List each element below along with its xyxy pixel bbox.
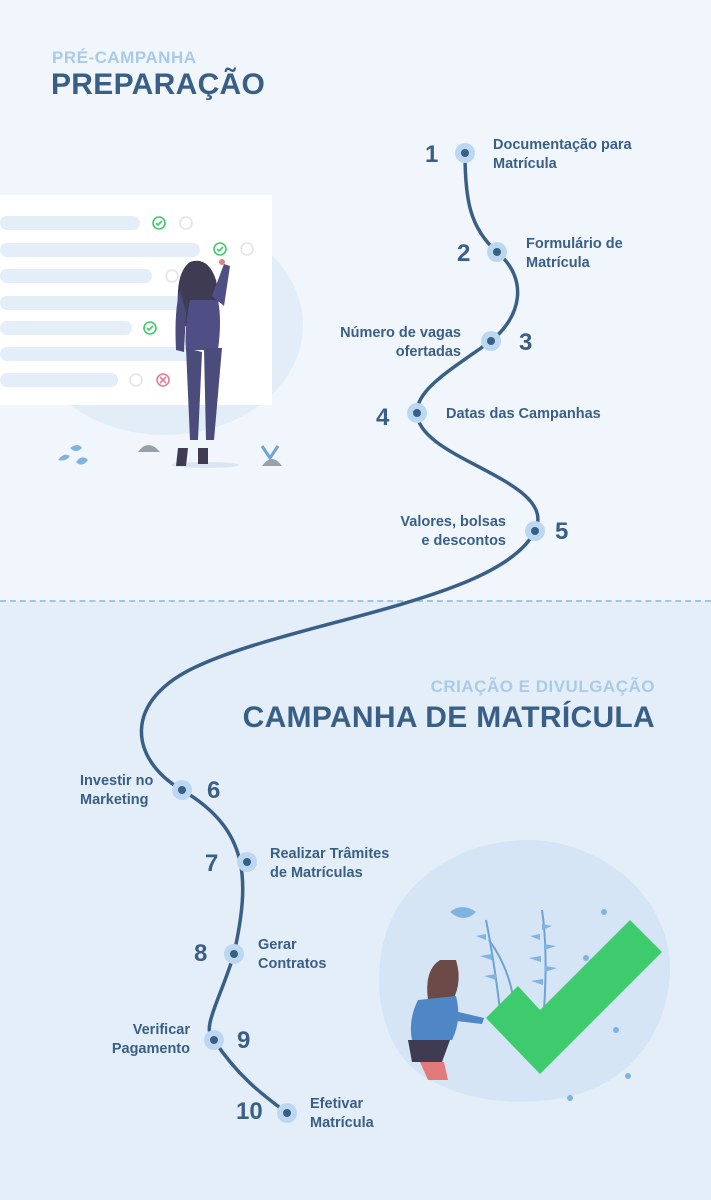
step-9-marker-dot bbox=[210, 1036, 218, 1044]
campaign-title: CAMPANHA DE MATRÍCULA bbox=[242, 701, 655, 734]
step-8-marker-dot bbox=[230, 950, 238, 958]
step-4-label: Datas das Campanhas bbox=[446, 406, 601, 422]
precampaign-kicker: PRÉ-CAMPANHA bbox=[52, 48, 197, 67]
step-3-number: 3 bbox=[519, 329, 533, 356]
step-2-number: 2 bbox=[457, 240, 471, 267]
campaign-kicker: CRIAÇÃO E DIVULGAÇÃO bbox=[430, 677, 655, 696]
step-5-marker-dot bbox=[531, 527, 539, 535]
step-8-number: 8 bbox=[194, 940, 208, 967]
step-10-marker-dot bbox=[283, 1109, 291, 1117]
step-4-marker-dot bbox=[413, 409, 421, 417]
step-7-number: 7 bbox=[205, 850, 219, 877]
step-6-number: 6 bbox=[207, 777, 221, 804]
section-divider bbox=[0, 600, 711, 602]
step-4-number: 4 bbox=[376, 404, 390, 431]
step-1-marker-dot bbox=[461, 149, 469, 157]
step-10-number: 10 bbox=[236, 1098, 263, 1125]
timeline-path-line bbox=[139, 151, 540, 1115]
step-7-marker-dot bbox=[243, 858, 251, 866]
step-3-marker-dot bbox=[487, 337, 495, 345]
step-5-number: 5 bbox=[555, 518, 569, 545]
precampaign-title: PREPARAÇÃO bbox=[51, 68, 266, 101]
step-2-marker-dot bbox=[493, 248, 501, 256]
step-1-number: 1 bbox=[425, 141, 439, 168]
step-6-marker-dot bbox=[178, 786, 186, 794]
step-9-number: 9 bbox=[237, 1027, 251, 1054]
